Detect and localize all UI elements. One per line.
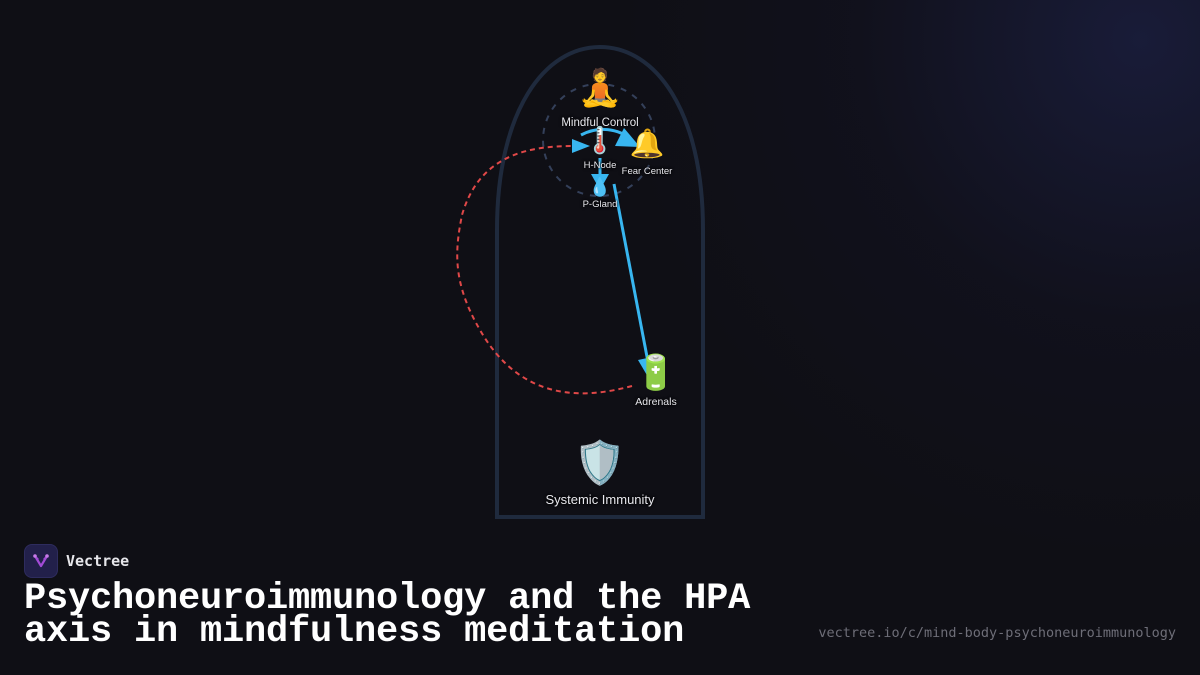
title-line-2: axis in mindfulness meditation: [24, 611, 685, 653]
person-meditating-icon: 🧘: [577, 67, 623, 108]
droplet-icon: 💧: [588, 177, 612, 197]
branch-glyph-icon: [33, 554, 49, 568]
thermometer-icon: 🌡️: [583, 125, 617, 155]
feedback-loop-edge: [456, 145, 633, 395]
arch-container: [495, 44, 705, 519]
page-title: Psychoneuroimmunology and the HPA axis i…: [24, 578, 784, 653]
brain-region-circle: [542, 83, 656, 197]
brand-name: Vectree: [66, 552, 130, 570]
node-label-mindful-control: Mindful Control: [561, 117, 639, 129]
source-url: vectree.io/c/mind-body-psychoneuroimmuno…: [818, 625, 1176, 641]
vectree-logo-icon: [24, 544, 58, 578]
pgland-to-adrenals-edge: [612, 183, 650, 363]
node-label-systemic-immunity: Systemic Immunity: [545, 492, 655, 507]
battery-icon: 🔋: [634, 354, 678, 392]
feedback-arrowhead: [572, 139, 590, 153]
node-label-adrenals: Adrenals: [635, 396, 677, 408]
node-label-fear-center: Fear Center: [621, 166, 673, 177]
mindful-to-fear-arrowhead: [615, 128, 640, 147]
pgland-to-adrenals-arrowhead: [638, 357, 652, 377]
hnode-to-pgland-arrowhead: [591, 174, 609, 190]
node-label-h-node: H-Node: [583, 160, 617, 171]
node-label-p-gland: P-Gland: [582, 199, 618, 210]
bell-icon: 🔔: [629, 128, 665, 159]
title-line-1: Psychoneuroimmunology and the HPA: [24, 578, 751, 620]
brand: Vectree: [24, 544, 129, 578]
shield-icon: 🛡️: [573, 439, 627, 486]
